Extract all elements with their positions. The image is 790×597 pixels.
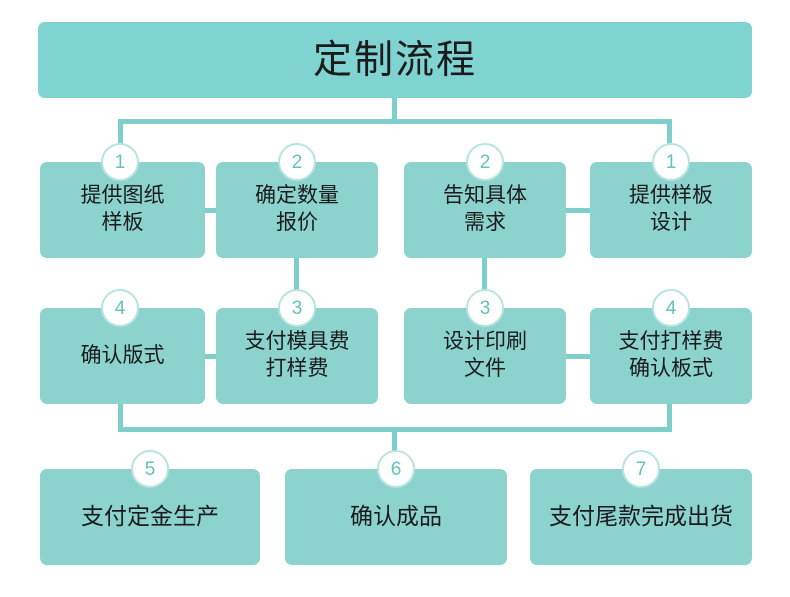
badge-row2-1-number: 4	[114, 297, 126, 319]
node-row1-4-label: 提供样板 设计	[629, 184, 713, 234]
badge-row1-2-number: 2	[291, 151, 303, 173]
badge-row1-3-number: 2	[479, 151, 491, 173]
node-row2-2-label: 支付模具费 打样费	[244, 330, 350, 380]
badge-row1-1-number: 1	[114, 151, 126, 173]
node-row1-2[interactable]: 确定数量 报价	[216, 162, 378, 258]
connector-row1-bus	[118, 119, 672, 124]
connector-row1-right-drop	[667, 119, 672, 164]
node-row2-4-label: 支付打样费 确认板式	[618, 330, 724, 380]
node-row3-1-label: 支付定金生产	[81, 503, 219, 530]
badge-row3-1-number: 5	[144, 458, 156, 480]
flowchart-title-box: 定制流程	[38, 22, 752, 98]
badge-row3-1: 5	[131, 450, 169, 488]
node-row1-3-label: 告知具体 需求	[443, 184, 527, 234]
connector-row1-1-to-2	[205, 208, 216, 213]
badge-row1-4-number: 1	[665, 151, 677, 173]
connector-row2-1-to-2	[205, 354, 216, 359]
badge-row1-2: 2	[278, 143, 316, 181]
node-row2-1[interactable]: 确认版式	[40, 308, 205, 404]
badge-row1-1: 1	[101, 143, 139, 181]
badge-row1-3: 2	[466, 143, 504, 181]
badge-row3-2: 6	[377, 450, 415, 488]
badge-row2-1: 4	[101, 289, 139, 327]
node-row1-2-label: 确定数量 报价	[255, 184, 339, 234]
node-row2-3-label: 设计印刷 文件	[443, 330, 527, 380]
badge-row3-3: 7	[622, 450, 660, 488]
node-row3-3-label: 支付尾款完成出货	[549, 503, 733, 530]
node-row3-2-label: 确认成品	[350, 503, 442, 530]
badge-row2-3: 3	[466, 289, 504, 327]
badge-row2-4-number: 4	[665, 297, 677, 319]
badge-row2-3-number: 3	[479, 297, 491, 319]
connector-row1-2-down	[294, 258, 299, 306]
badge-row1-4: 1	[652, 143, 690, 181]
node-row1-4[interactable]: 提供样板 设计	[590, 162, 752, 258]
badge-row2-2: 3	[278, 289, 316, 327]
connector-row1-3-down	[482, 258, 487, 306]
badge-row2-2-number: 3	[291, 297, 303, 319]
connector-row2-right-down	[667, 404, 672, 432]
connector-title-stem	[392, 98, 397, 121]
connector-row1-3-to-4	[566, 208, 590, 213]
flowchart-title-text: 定制流程	[312, 38, 477, 82]
badge-row3-2-number: 6	[390, 458, 402, 480]
node-row2-1-label: 确认版式	[80, 343, 165, 367]
badge-row3-3-number: 7	[635, 458, 647, 480]
connector-row3-center-stem	[392, 427, 397, 469]
node-row1-1-label: 提供图纸 样板	[80, 184, 165, 234]
connector-row2-3-to-4	[566, 354, 590, 359]
badge-row2-4: 4	[652, 289, 690, 327]
connector-row1-left-drop	[118, 119, 123, 164]
connector-row2-left-down	[118, 404, 123, 432]
